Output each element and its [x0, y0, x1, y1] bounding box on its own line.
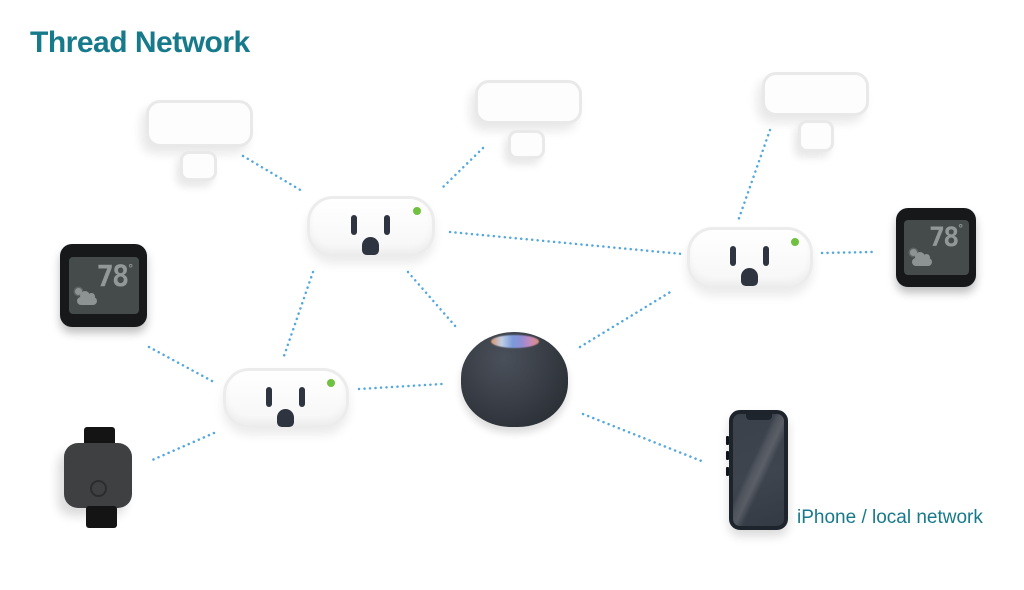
smart-plug-3	[687, 227, 813, 289]
contact-sensor-magnet-icon	[798, 120, 834, 152]
outlet-ground-icon	[362, 237, 379, 255]
outlet-slot-icon	[299, 387, 305, 407]
screen-reflection-icon	[733, 414, 784, 526]
outlet-ground-icon	[741, 268, 758, 286]
outlet-slot-icon	[384, 215, 390, 235]
watch-ring-icon	[90, 480, 107, 497]
status-led-icon	[327, 379, 335, 387]
thread-link-smart-plug-1--homepod-mini	[406, 270, 458, 329]
watch-strap-icon	[84, 427, 115, 447]
contact-sensor-magnet-icon	[508, 130, 545, 159]
degree-mark: °	[957, 222, 964, 235]
watch-body-icon	[64, 443, 132, 508]
iphone-side-buttons-icon	[726, 436, 729, 445]
contact-sensor-body-icon	[146, 100, 253, 147]
thread-link-smart-plug-3--thermostat-2	[820, 250, 874, 255]
iphone	[726, 410, 788, 530]
temperature-reading: 78°	[928, 222, 964, 253]
contact-sensor-body-icon	[762, 72, 869, 116]
thermostat-screen: 78°	[69, 257, 139, 314]
contact-sensor-body-icon	[475, 80, 582, 124]
outlet-slot-icon	[730, 246, 736, 266]
thread-link-thermostat-1--smart-plug-2	[147, 345, 214, 383]
outlet-slot-icon	[763, 246, 769, 266]
thread-link-contact-sensor-2--smart-plug-1	[438, 146, 485, 192]
cloud-icon	[912, 252, 932, 266]
sun-icon	[75, 288, 82, 295]
watch-device	[64, 427, 134, 528]
temperature-reading: 78°	[96, 259, 134, 293]
thread-link-smart-plug-2--watch-device	[148, 431, 216, 463]
thermostat-2: 78°	[896, 208, 976, 287]
contact-sensor-magnet-icon	[180, 151, 217, 181]
watch-strap-icon	[86, 506, 117, 528]
status-led-icon	[413, 207, 421, 215]
iphone-label: iPhone / local network	[797, 507, 983, 528]
homepod-touch-display-icon	[490, 335, 539, 348]
degree-mark: °	[127, 262, 134, 275]
outlet-ground-icon	[277, 409, 294, 427]
thread-link-homepod-mini--iphone	[581, 412, 706, 464]
iphone-notch-icon	[745, 413, 772, 420]
thread-link-contact-sensor-3--smart-plug-3	[736, 128, 772, 223]
thread-link-contact-sensor-1--smart-plug-1	[241, 154, 304, 193]
smart-plug-2	[223, 368, 349, 428]
homepod-mini	[461, 332, 568, 427]
sun-icon	[910, 249, 917, 256]
thermostat-1: 78°	[60, 244, 147, 327]
thermostat-screen: 78°	[904, 220, 969, 275]
page-title: Thread Network	[30, 26, 250, 59]
cloud-icon	[77, 291, 97, 305]
thread-link-homepod-mini--smart-plug-3	[578, 289, 674, 349]
outlet-slot-icon	[351, 215, 357, 235]
status-led-icon	[791, 238, 799, 246]
outlet-slot-icon	[266, 387, 272, 407]
thread-link-smart-plug-1--smart-plug-3	[448, 230, 684, 256]
smart-plug-1	[307, 196, 435, 257]
thread-link-smart-plug-1--smart-plug-2	[282, 270, 315, 358]
thread-link-smart-plug-2--homepod-mini	[357, 382, 444, 391]
